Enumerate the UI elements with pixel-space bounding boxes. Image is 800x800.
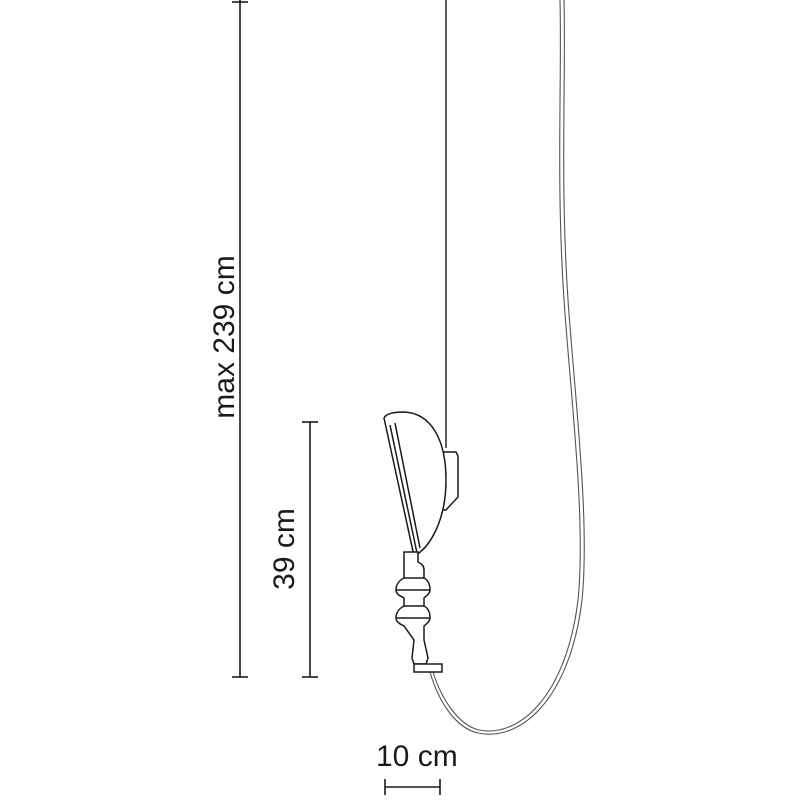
lamp-width-label: 10 cm xyxy=(376,740,458,773)
lamp-handle xyxy=(395,551,431,665)
overall-height-label: max 239 cm xyxy=(208,255,241,419)
lamp-cord-exit xyxy=(413,663,443,673)
lamp-height-dimension xyxy=(302,421,318,678)
lamp-width-dimension xyxy=(384,779,441,795)
power-cord xyxy=(429,0,585,735)
lamp-height-label: 39 cm xyxy=(268,508,301,590)
lamp-body xyxy=(383,411,459,673)
lamp-shade xyxy=(383,411,447,558)
overall-height-dimension xyxy=(232,0,248,678)
